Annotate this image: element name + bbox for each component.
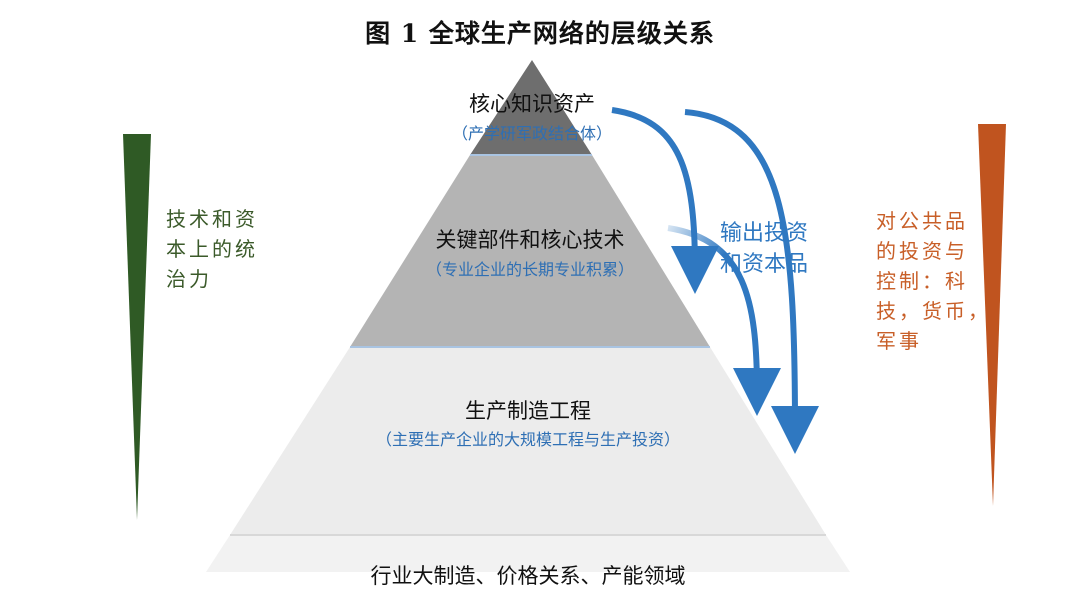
right-caption-line: 控制：科 (876, 269, 968, 293)
right-caption-line: 对公共品 (876, 209, 968, 233)
pyramid-tier-3 (230, 347, 826, 535)
flow-caption: 输出投资 和资本品 (720, 218, 808, 280)
flow-arrow-middle (667, 225, 781, 416)
tier-4-main-label: 行业大制造、价格关系、产能领域 (370, 564, 686, 588)
left-bar-caption: 技术和资 本上的统 治力 (166, 204, 258, 294)
figure-title: 图 1 全球生产网络的层级关系 (365, 19, 715, 48)
left-wedge-bar (123, 134, 151, 520)
pyramid-tier-4 (206, 535, 850, 572)
hierarchy-diagram (123, 60, 1006, 572)
right-bar-caption: 对公共品 的投资与 控制：科 技，货币， 军事 (876, 206, 991, 356)
tier-1-sub-label: （产学研军政结合体） (451, 124, 613, 143)
right-caption-line: 军事 (876, 329, 922, 353)
left-caption-line: 治力 (166, 267, 212, 291)
flow-arrow-outer (684, 109, 819, 454)
tier-3-sub-label: （主要生产企业的大规模工程与生产投资） (375, 430, 681, 449)
flow-caption-line: 输出投资 (720, 221, 809, 246)
left-caption-line: 本上的统 (166, 237, 258, 261)
tier-3-main-label: 生产制造工程 (465, 399, 591, 423)
tier-2-main-label: 关键部件和核心技术 (435, 228, 625, 252)
left-caption-line: 技术和资 (166, 207, 258, 231)
right-wedge-bar (978, 124, 1006, 506)
flow-caption-line: 和资本品 (720, 252, 809, 277)
tier-1-main-label: 核心知识资产 (469, 92, 595, 116)
pyramid-tier-2 (350, 155, 710, 347)
right-caption-line: 技，货币， (876, 299, 991, 323)
tier-2-sub-label: （专业企业的长期专业积累） (425, 260, 635, 279)
pyramid-tier-1 (470, 60, 592, 155)
right-caption-line: 的投资与 (876, 239, 968, 263)
